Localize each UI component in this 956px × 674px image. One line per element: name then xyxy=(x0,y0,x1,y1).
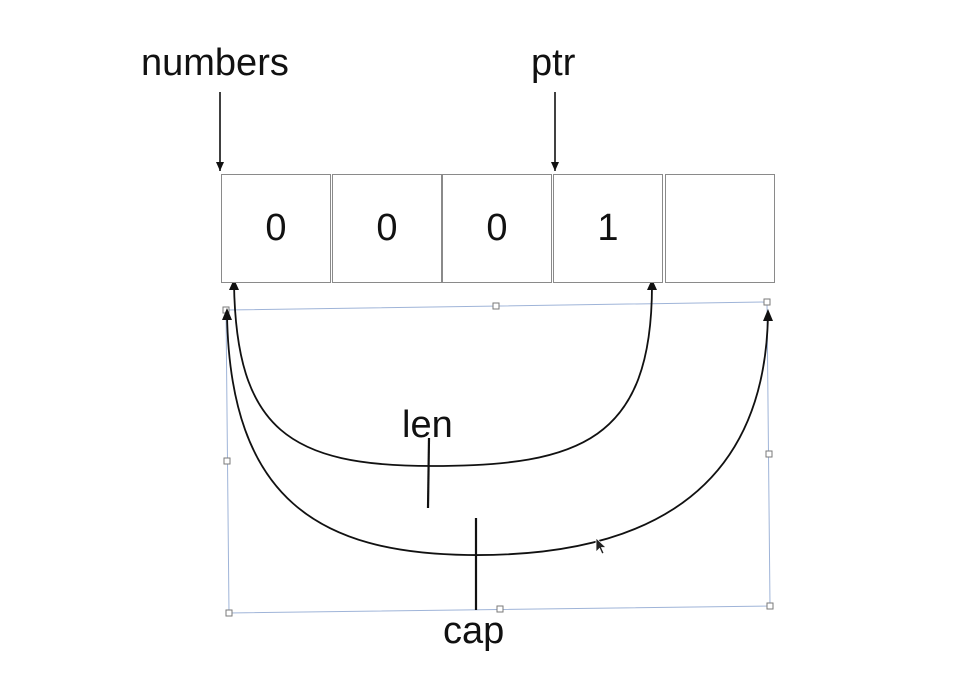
handle-top-right[interactable] xyxy=(763,298,771,306)
handle-mid-right[interactable] xyxy=(765,450,773,458)
handle-bottom-mid[interactable] xyxy=(496,605,504,613)
len-brace xyxy=(233,282,653,467)
len-arrowhead-right xyxy=(647,279,657,290)
selection-handles[interactable] xyxy=(222,298,774,617)
len-stem xyxy=(426,437,431,509)
ptr-label: ptr xyxy=(531,42,576,84)
array-cell-1: 0 xyxy=(332,174,442,283)
array-cell-0: 0 xyxy=(221,174,331,283)
handle-mid-left[interactable] xyxy=(223,457,231,465)
handle-top-mid[interactable] xyxy=(492,302,500,310)
len-arrowhead-left xyxy=(229,279,239,290)
numbers-label: numbers xyxy=(141,42,289,84)
handle-bottom-right[interactable] xyxy=(766,602,774,610)
len-label: len xyxy=(402,404,453,446)
array-cell-3: 1 xyxy=(553,174,663,283)
cap-label: cap xyxy=(443,610,505,652)
array-cell-2: 0 xyxy=(442,174,552,283)
mouse-pointer-icon xyxy=(595,537,608,555)
cap-brace xyxy=(226,313,769,556)
cap-arrowhead-left xyxy=(222,308,232,320)
handle-bottom-left[interactable] xyxy=(225,609,233,617)
cap-arrowhead-right xyxy=(763,309,773,321)
array-cell-4 xyxy=(665,174,775,283)
selection-box[interactable] xyxy=(225,301,771,614)
